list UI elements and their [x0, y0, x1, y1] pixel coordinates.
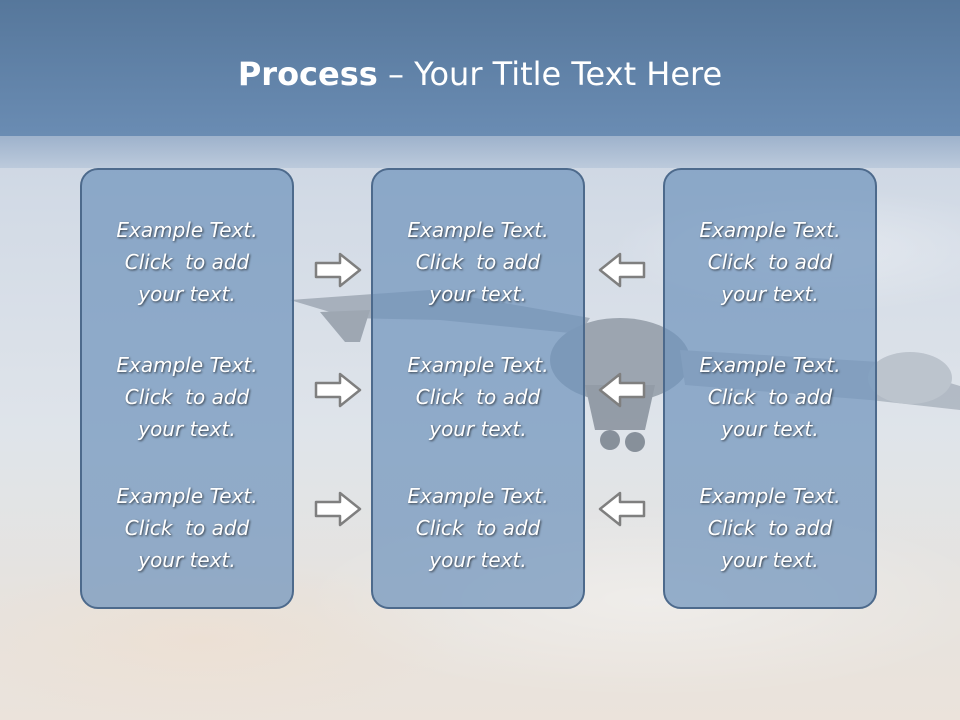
text-line: your text.	[429, 282, 527, 306]
text-line: Example Text.	[407, 484, 549, 508]
text-line: your text.	[138, 417, 236, 441]
title-rest: – Your Title Text Here	[377, 55, 723, 93]
title-bold: Process	[237, 55, 378, 93]
text-line: Example Text.	[699, 218, 841, 242]
text-placeholder[interactable]: Example Text. Click to add your text.	[82, 349, 292, 445]
arrow-left-icon[interactable]	[598, 491, 646, 527]
process-box-right[interactable]: Example Text. Click to add your text. Ex…	[663, 168, 877, 609]
text-line: Click to add	[707, 385, 833, 409]
text-line: Click to add	[415, 250, 541, 274]
text-line: Click to add	[415, 516, 541, 540]
text-placeholder[interactable]: Example Text. Click to add your text.	[665, 214, 875, 310]
text-line: Click to add	[124, 516, 250, 540]
text-placeholder[interactable]: Example Text. Click to add your text.	[373, 214, 583, 310]
arrow-left-icon[interactable]	[598, 372, 646, 408]
text-line: Example Text.	[116, 484, 258, 508]
text-line: Click to add	[707, 250, 833, 274]
text-placeholder[interactable]: Example Text. Click to add your text.	[373, 480, 583, 576]
process-box-left[interactable]: Example Text. Click to add your text. Ex…	[80, 168, 294, 609]
text-placeholder[interactable]: Example Text. Click to add your text.	[665, 480, 875, 576]
arrow-left-icon[interactable]	[598, 252, 646, 288]
text-line: Click to add	[707, 516, 833, 540]
text-line: Example Text.	[699, 484, 841, 508]
text-line: your text.	[429, 417, 527, 441]
text-placeholder[interactable]: Example Text. Click to add your text.	[665, 349, 875, 445]
text-line: Example Text.	[699, 353, 841, 377]
text-line: your text.	[721, 282, 819, 306]
text-line: Example Text.	[407, 218, 549, 242]
text-line: Click to add	[415, 385, 541, 409]
arrow-right-icon[interactable]	[314, 372, 362, 408]
text-line: Click to add	[124, 250, 250, 274]
arrow-right-icon[interactable]	[314, 252, 362, 288]
text-line: Click to add	[124, 385, 250, 409]
process-box-middle[interactable]: Example Text. Click to add your text. Ex…	[371, 168, 585, 609]
text-line: Example Text.	[116, 218, 258, 242]
title-bar-band	[0, 136, 960, 168]
title-bar	[0, 0, 960, 136]
text-placeholder[interactable]: Example Text. Click to add your text.	[82, 480, 292, 576]
text-line: your text.	[429, 548, 527, 572]
text-line: Example Text.	[407, 353, 549, 377]
text-line: your text.	[721, 548, 819, 572]
text-line: your text.	[138, 548, 236, 572]
text-placeholder[interactable]: Example Text. Click to add your text.	[82, 214, 292, 310]
slide-title[interactable]: Process – Your Title Text Here	[0, 52, 960, 96]
text-placeholder[interactable]: Example Text. Click to add your text.	[373, 349, 583, 445]
arrow-right-icon[interactable]	[314, 491, 362, 527]
text-line: your text.	[721, 417, 819, 441]
text-line: Example Text.	[116, 353, 258, 377]
text-line: your text.	[138, 282, 236, 306]
